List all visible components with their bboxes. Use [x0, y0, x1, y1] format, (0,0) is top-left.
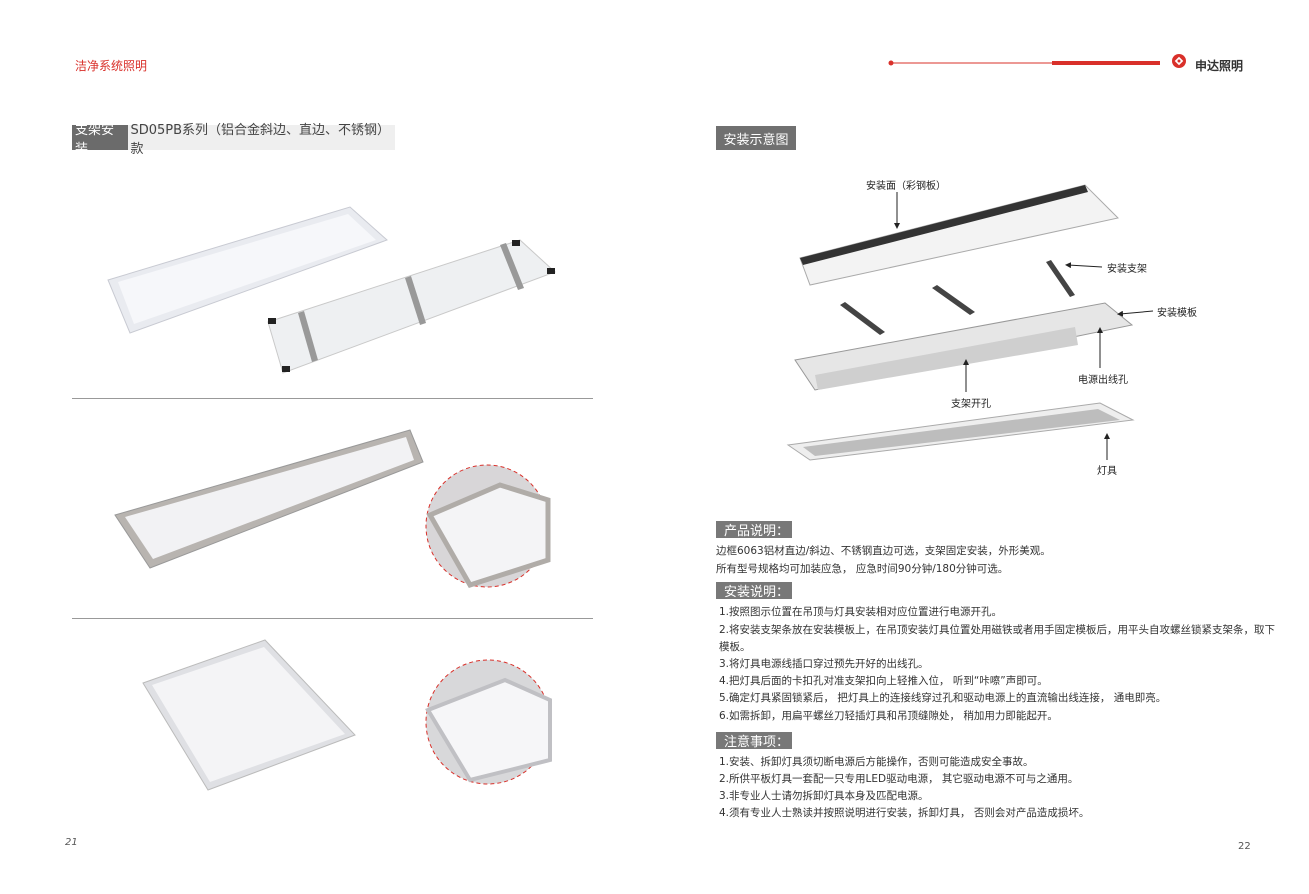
product-line: 所有型号规格均可加装应急， 应急时间90分钟/180分钟可选。 — [716, 563, 1009, 575]
divider — [72, 618, 593, 619]
label-lamp: 灯具 — [1097, 466, 1117, 477]
page-number-right: 22 — [1238, 841, 1251, 852]
label-power-hole: 电源出线孔 — [1078, 375, 1128, 386]
product-line: 边框6063铝材直边/斜边、不锈钢直边可选，支架固定安装，外形美观。 — [716, 545, 1051, 557]
install-line: 5.确定灯具紧固锁紧后， 把灯具上的连接线穿过孔和驱动电源上的直流输出线连接， … — [719, 692, 1167, 704]
panel-square-photo — [142, 639, 356, 791]
page-number-left: 21 — [65, 837, 78, 848]
notes-line: 4.须有专业人士熟读并按照说明进行安装，拆卸灯具， 否则会对产品造成损坏。 — [719, 807, 1090, 819]
install-line: 4.把灯具后面的卡扣孔对准支架扣向上轻推入位， 听到“咔嚓”声即可。 — [719, 675, 1048, 687]
catalog-section-title: 洁净系统照明 — [75, 59, 148, 73]
install-line: 2.将安装支架条放在安装模板上，在吊顶安装灯具位置处用磁铁或者用手固定模板后，用… — [719, 624, 1276, 636]
brand-name: 申达照明 — [1195, 59, 1244, 73]
notes-heading: 注意事项： — [716, 732, 792, 750]
label-bracket: 安装支架 — [1107, 264, 1147, 275]
detail-circle-1 — [425, 464, 551, 588]
install-heading: 安装说明： — [716, 582, 792, 600]
section-title: SD05PB系列（铝合金斜边、直边、不锈钢）款 — [130, 122, 391, 157]
installation-diagram — [786, 184, 1154, 461]
panel-back-photo — [267, 239, 556, 374]
label-bracket-hole: 支架开孔 — [951, 399, 991, 410]
notes-line: 2.所供平板灯具一套配一只专用LED驱动电源， 其它驱动电源不可与之通用。 — [719, 773, 1079, 785]
label-surface: 安装面（彩钢板） — [866, 181, 946, 192]
install-line: 模板。 — [719, 641, 751, 653]
notes-line: 3.非专业人士请勿拆卸灯具本身及匹配电源。 — [719, 790, 929, 802]
install-line: 3.将灯具电源线插口穿过预先开好的出线孔。 — [719, 658, 929, 670]
detail-circle-2 — [425, 659, 552, 785]
section-title-bar: 支架安装 SD05PB系列（铝合金斜边、直边、不锈钢）款 — [72, 123, 395, 157]
notes-line: 1.安装、拆卸灯具须切断电源后方能操作，否则可能造成安全事故。 — [719, 756, 1034, 768]
install-line: 1.按照图示位置在吊顶与灯具安装相对应位置进行电源开孔。 — [719, 606, 1003, 618]
divider — [72, 398, 593, 399]
install-line: 6.如需拆卸，用扁平螺丝刀轻插灯具和吊顶缝隙处， 稍加用力即能起开。 — [719, 710, 1058, 722]
panel-stainless-photo — [114, 429, 424, 569]
brand-logo — [1172, 54, 1186, 68]
header-rule — [888, 60, 1160, 66]
diagram-title: 安装示意图 — [716, 126, 796, 150]
panel-front-photo — [107, 206, 388, 334]
product-photos — [107, 206, 556, 791]
product-heading: 产品说明： — [716, 521, 792, 539]
label-template: 安装模板 — [1157, 308, 1197, 319]
